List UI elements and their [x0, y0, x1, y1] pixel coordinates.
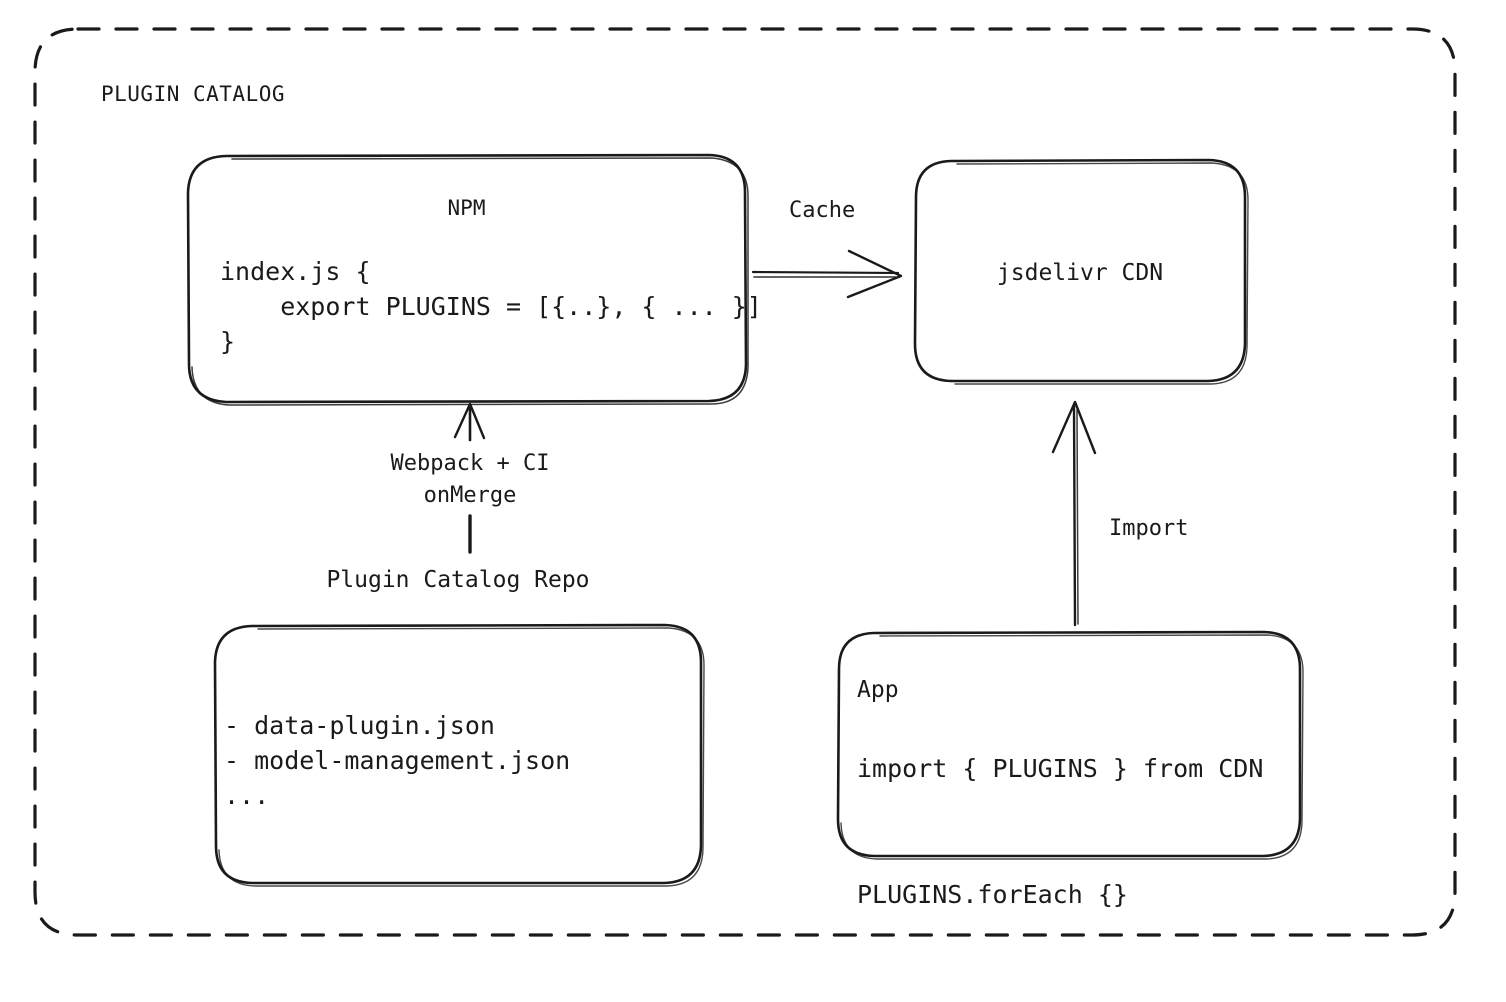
cache-edge-label: Cache — [789, 198, 856, 223]
repo-node-file-list: - data-plugin.json - model-management.js… — [224, 711, 571, 810]
cache-edge-line — [751, 270, 900, 275]
app-node-code: import { PLUGINS } from CDN PLUGINS.forE… — [857, 754, 1264, 909]
webpack-edge-arrowhead — [453, 402, 486, 440]
import-edge-arrowhead — [1051, 400, 1097, 455]
cache-edge-arrowhead — [846, 249, 903, 299]
npm-node-title: NPM — [447, 196, 486, 220]
repo-node-title: Plugin Catalog Repo — [326, 567, 590, 593]
webpack-edge-label: Webpack + CI onMerge — [390, 451, 550, 508]
import-edge-label: Import — [1109, 516, 1189, 541]
group-title: PLUGIN CATALOG — [101, 82, 286, 106]
cdn-node-title: jsdelivr CDN — [996, 260, 1164, 286]
app-node-title: App — [857, 677, 899, 703]
import-edge-line — [1072, 403, 1077, 627]
npm-node-code: index.js { export PLUGINS = [{..}, { ...… — [220, 257, 762, 356]
import-edge-line-sketch — [1076, 409, 1079, 625]
